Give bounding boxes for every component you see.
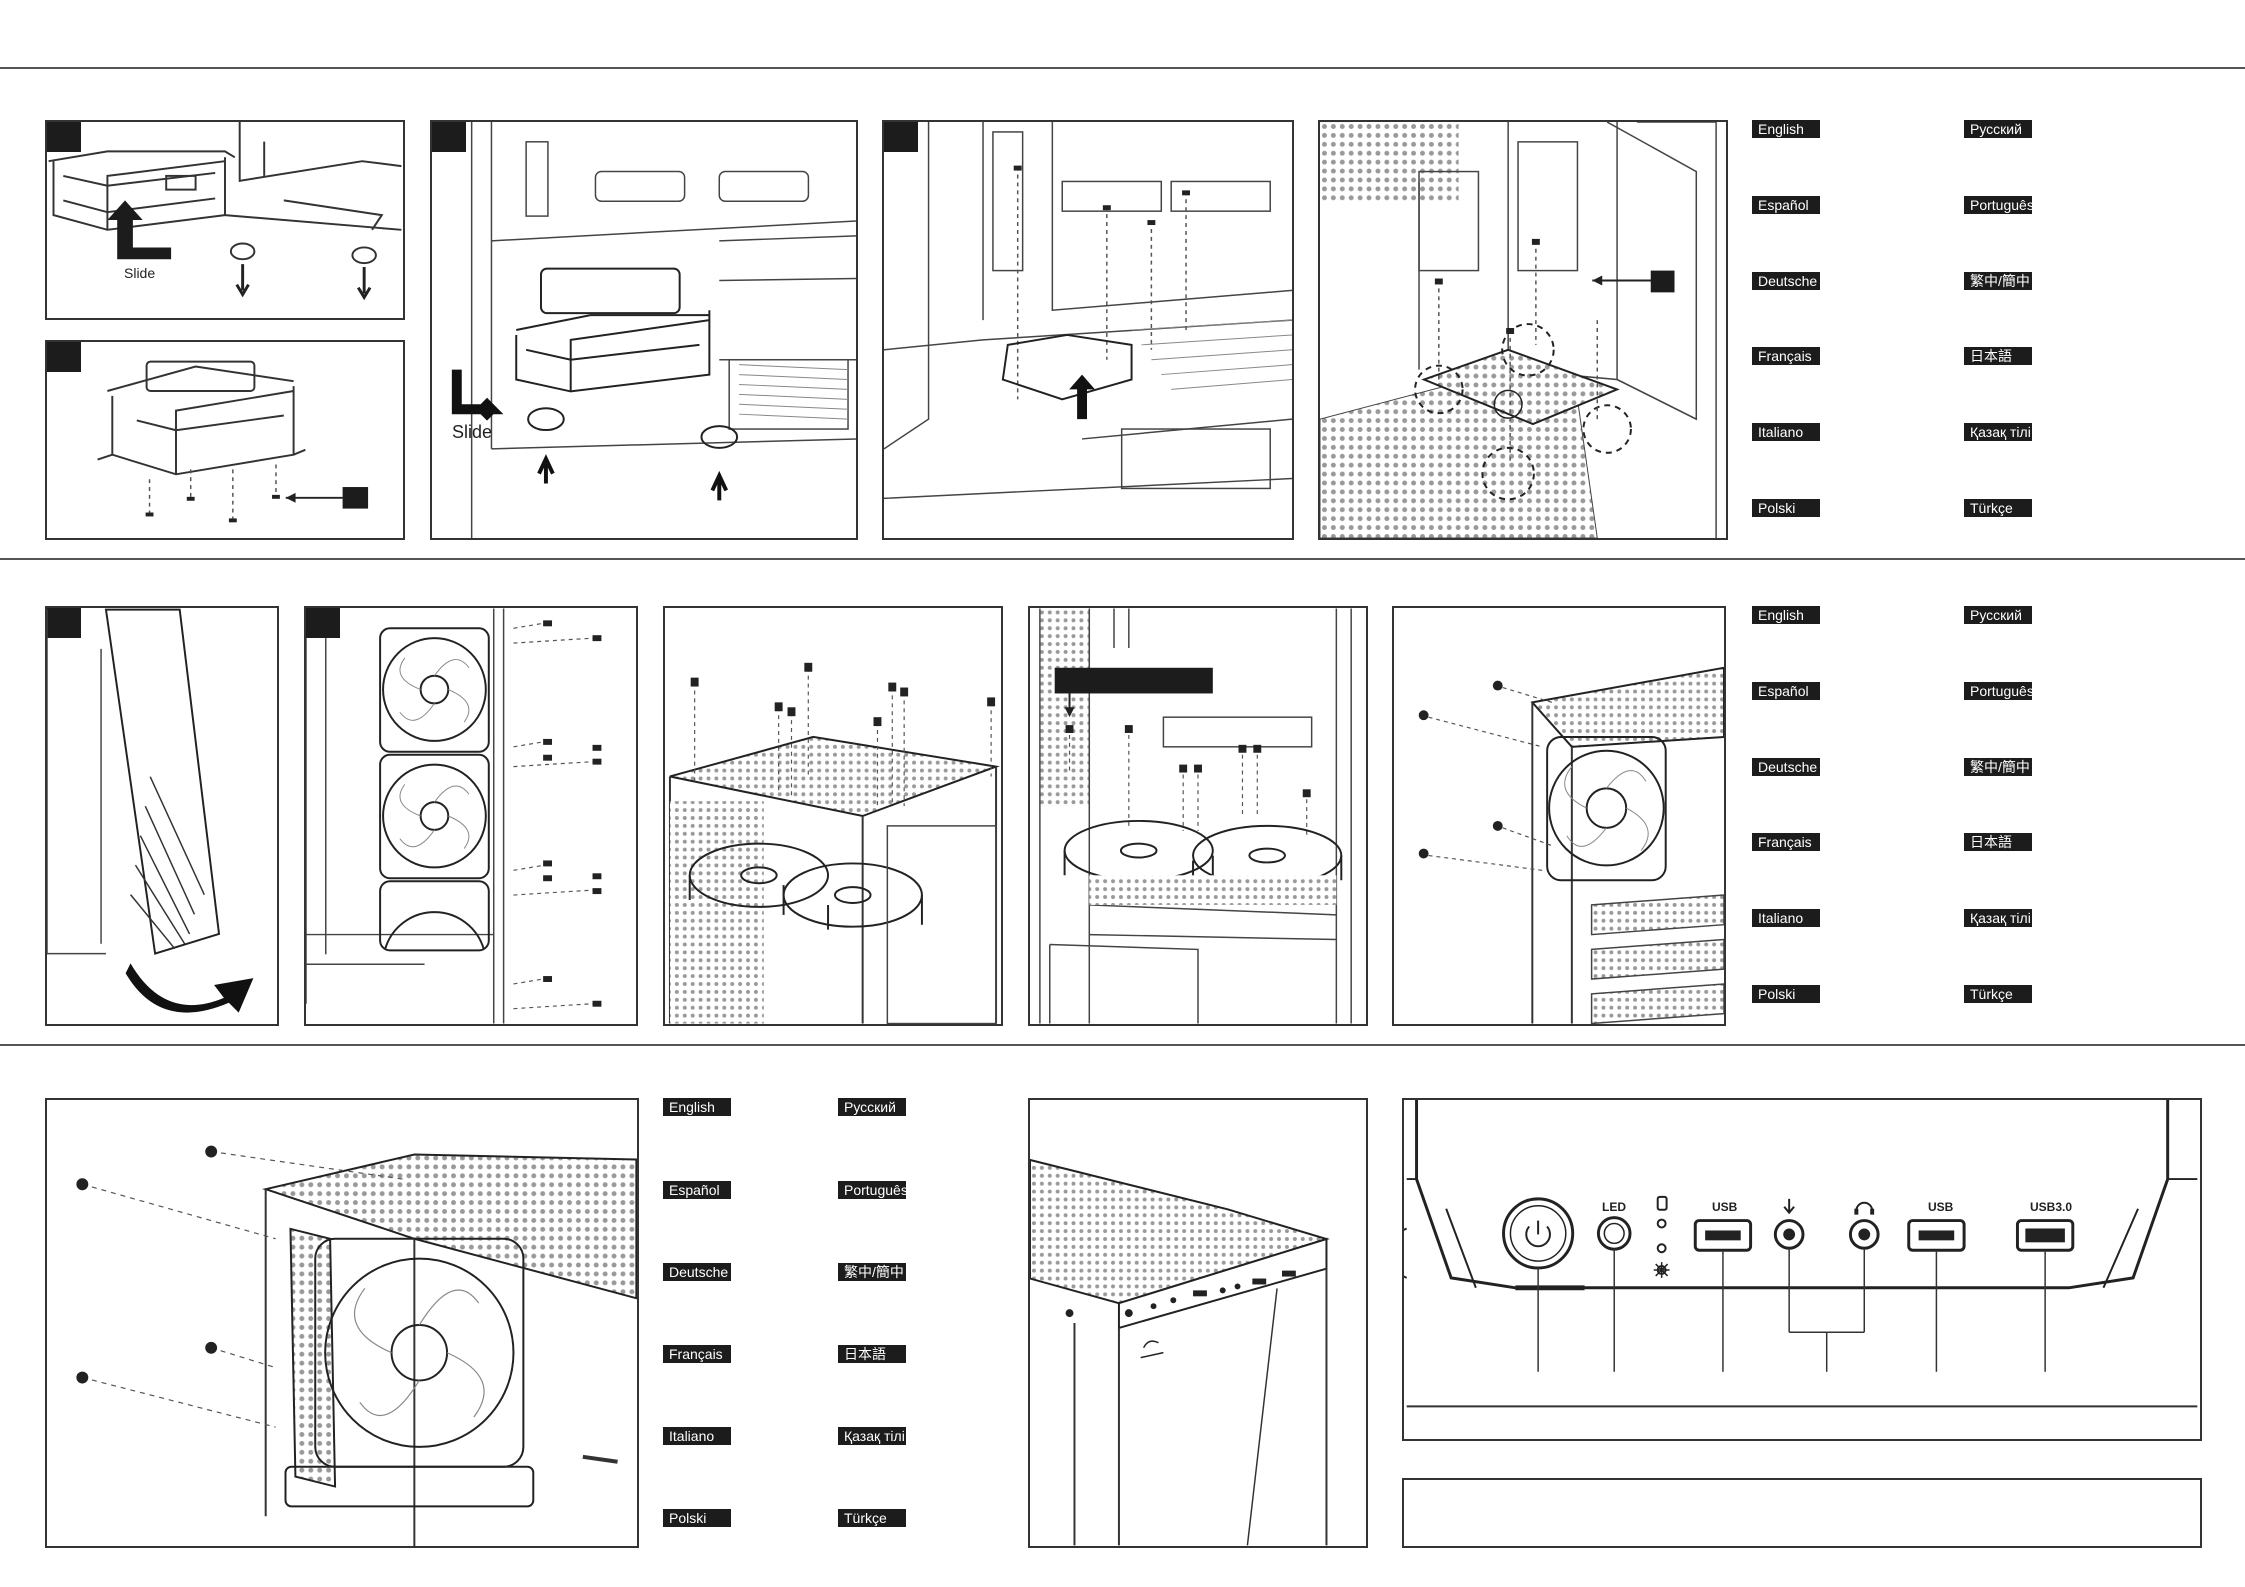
io-panel-detail: LED USB USB USB3.0 [1402, 1098, 2202, 1441]
step-panel-top-fans [663, 606, 1003, 1026]
language-label: Deutsche [1752, 272, 1820, 290]
hdd-cage-slide-illustration [48, 122, 402, 301]
language-label: Español [663, 1181, 731, 1199]
top-divider [0, 67, 2245, 69]
language-label: Español [1752, 682, 1820, 700]
ssd-bracket-illustration [884, 122, 1292, 500]
language-label: Deutsche [1752, 758, 1820, 776]
language-label: 日本語 [838, 1345, 906, 1363]
language-label: Polski [1752, 985, 1820, 1003]
step-number-badge [47, 342, 81, 372]
language-label: Türkçe [838, 1509, 906, 1527]
language-label: 繁中/簡中 [838, 1263, 906, 1281]
language-label: Português [1964, 682, 2034, 700]
language-label: Italiano [1752, 909, 1820, 927]
step-number-badge [884, 122, 918, 152]
language-label: Italiano [1752, 423, 1820, 441]
slide-label: Slide [452, 422, 493, 442]
step-panel-hdd-screws [45, 340, 405, 540]
language-label: Қазақ тілі [1964, 423, 2032, 441]
rear-fan-illustration [1418, 666, 1724, 1024]
language-label: Español [1752, 196, 1820, 214]
language-label: Italiano [663, 1427, 731, 1445]
language-label: Türkçe [1964, 499, 2032, 517]
language-label: Polski [1752, 499, 1820, 517]
io-panel-illustration [1404, 1100, 2198, 1408]
language-label: Français [1752, 833, 1820, 851]
note-box [1402, 1478, 2202, 1548]
language-label: Deutsche [663, 1263, 731, 1281]
language-label: 日本語 [1964, 833, 2032, 851]
usb3-label: USB3.0 [2030, 1200, 2073, 1214]
step-number-badge [306, 608, 340, 638]
language-label: Português [1964, 196, 2034, 214]
step-panel-ssd-floor [1318, 120, 1728, 540]
row1-divider [0, 558, 2245, 560]
language-label: English [1752, 120, 1820, 138]
step-panel-cage-in-chassis: Slide [430, 120, 858, 540]
step-number-badge [47, 122, 81, 152]
step-panel-rear-fan [1392, 606, 1726, 1026]
led-label: LED [1602, 1200, 1626, 1214]
row2-divider [0, 1044, 2245, 1046]
cage-in-chassis-illustration [451, 122, 856, 538]
step-number-badge [432, 122, 466, 152]
step-panel-bottom-fans [1028, 606, 1368, 1026]
chassis-top-illustration [1030, 1158, 1330, 1546]
slide-label: Slide [124, 265, 156, 281]
language-label: English [1752, 606, 1820, 624]
ssd-floor-illustration [1320, 122, 1717, 538]
language-label: Français [663, 1345, 731, 1363]
language-label: 繁中/簡中 [1964, 272, 2032, 290]
language-label: Türkçe [1964, 985, 2032, 1003]
step-number-badge [47, 608, 81, 638]
hdd-screws-illustration [97, 360, 369, 523]
front-cover-illustration [47, 608, 254, 1013]
usb-label: USB [1928, 1200, 1954, 1214]
language-label: Русский [1964, 120, 2032, 138]
step-panel-ssd-bracket [882, 120, 1294, 540]
language-label: 日本語 [1964, 347, 2032, 365]
language-label: Русский [838, 1098, 906, 1116]
front-fans-illustration [306, 608, 602, 1024]
usb-label: USB [1712, 1200, 1738, 1214]
step-panel-front-fans [304, 606, 638, 1026]
step-panel-front-cover [45, 606, 279, 1026]
language-label: Polski [663, 1509, 731, 1527]
front-radiator-illustration [76, 1145, 637, 1546]
language-label: Қазақ тілі [1964, 909, 2032, 927]
language-label: English [663, 1098, 731, 1116]
chassis-top-io-panel [1028, 1098, 1368, 1548]
step-panel-front-radiator [45, 1098, 639, 1548]
top-fans-illustration [668, 662, 1000, 1024]
language-label: Русский [1964, 606, 2032, 624]
language-label: Қазақ тілі [838, 1427, 906, 1445]
bottom-fans-illustration [1039, 608, 1352, 1024]
language-label: 繁中/簡中 [1964, 758, 2032, 776]
language-label: Français [1752, 347, 1820, 365]
step-panel-hdd-cage-slide: Slide [45, 120, 405, 320]
language-label: Português [838, 1181, 908, 1199]
